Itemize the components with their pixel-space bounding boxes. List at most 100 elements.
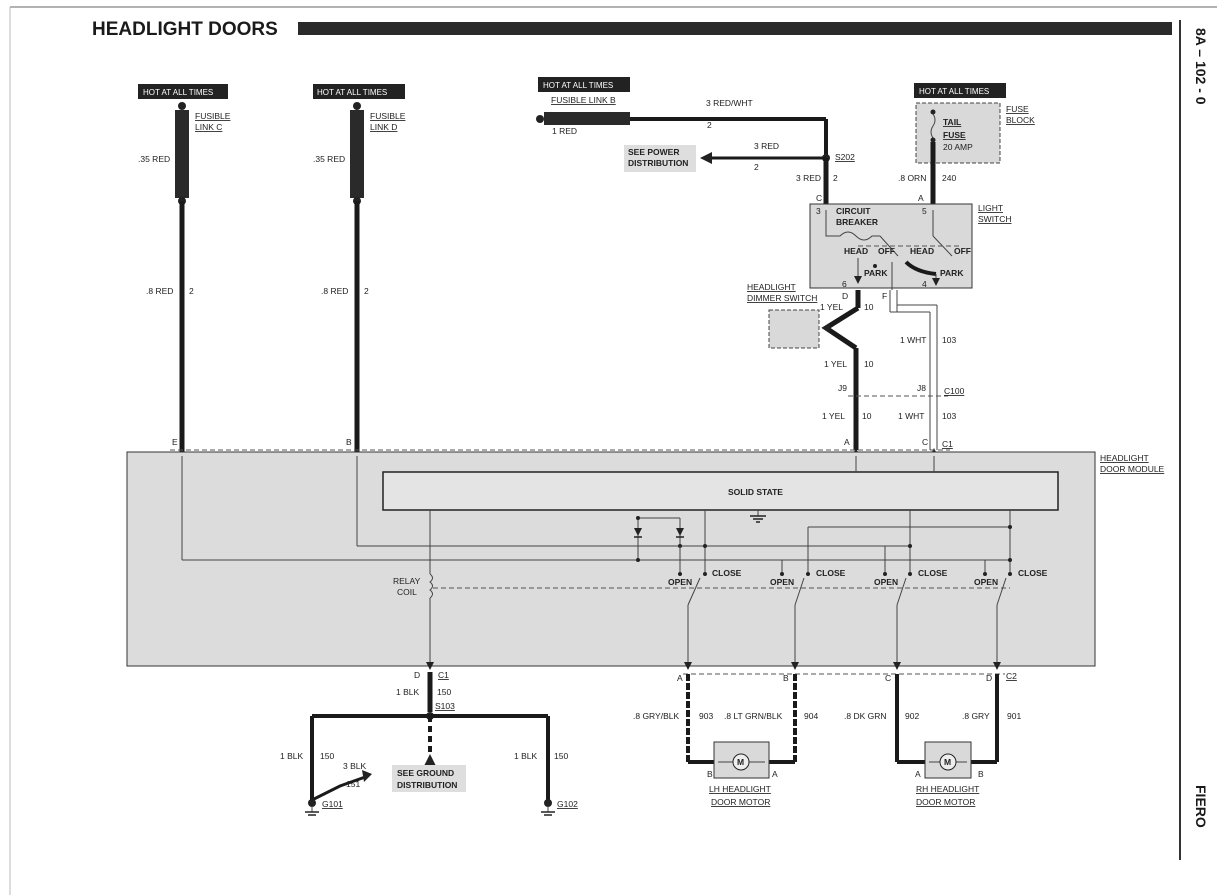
svg-text:HOT AT ALL TIMES: HOT AT ALL TIMES xyxy=(317,88,387,97)
circuit-number: 10 xyxy=(862,411,872,421)
wire-label: 3 BLK xyxy=(343,761,366,771)
wire-label: 3 RED xyxy=(754,141,779,151)
title-bar xyxy=(298,22,1172,35)
circuit-number: 150 xyxy=(554,751,568,761)
fusible-link-c-label-2: LINK C xyxy=(195,122,222,132)
switch-park-label: PARK xyxy=(864,268,888,278)
switch-park-label-2: PARK xyxy=(940,268,964,278)
switch-off-label: OFF xyxy=(878,246,895,256)
connector-j8: J8 xyxy=(917,383,926,393)
see-ground-label: SEE GROUND xyxy=(397,768,454,778)
pin-6: 6 xyxy=(842,279,847,289)
switch-open-label: OPEN xyxy=(874,577,898,587)
circuit-number: 903 xyxy=(699,711,713,721)
ground-g101: G101 xyxy=(322,799,343,809)
pin-3: 3 xyxy=(816,206,821,216)
fuse-block-label: FUSE xyxy=(1006,104,1029,114)
circuit-breaker-label-2: BREAKER xyxy=(836,217,878,227)
switch-close-label: CLOSE xyxy=(1018,568,1048,578)
ground-circuit xyxy=(305,672,555,816)
tail-fuse xyxy=(930,109,936,205)
circuit-number: 150 xyxy=(320,751,334,761)
hot-label-b: HOT AT ALL TIMES xyxy=(538,77,630,92)
circuit-number: 151 xyxy=(346,779,360,789)
pin-b: B xyxy=(346,437,352,447)
pin-d-c2: D xyxy=(986,673,992,683)
circuit-number: 103 xyxy=(942,411,956,421)
see-ground-label-2: DISTRIBUTION xyxy=(397,780,457,790)
wire-label: 3 RED xyxy=(796,173,821,183)
pin-e: E xyxy=(172,437,178,447)
fuse-label: FUSE xyxy=(943,130,966,140)
circuit-number: 2 xyxy=(833,173,838,183)
dimmer-switch-label: HEADLIGHT xyxy=(747,282,796,292)
circuit-number: 2 xyxy=(707,120,712,130)
lh-motor-symbol: M xyxy=(718,753,765,771)
relay-coil-label-2: COIL xyxy=(397,587,417,597)
fuse-block-label-2: BLOCK xyxy=(1006,115,1035,125)
module-internal-wiring xyxy=(181,456,1012,668)
relay-coil-label: RELAY xyxy=(393,576,421,586)
svg-text:HOT AT ALL TIMES: HOT AT ALL TIMES xyxy=(919,87,989,96)
pin-d: D xyxy=(842,291,848,301)
wire-label: 1 WHT xyxy=(900,335,926,345)
fusible-link-d-circuit xyxy=(350,102,364,457)
wire-label: 1 BLK xyxy=(396,687,419,697)
wire-label: .8 LT GRN/BLK xyxy=(724,711,783,721)
connector-j9: J9 xyxy=(838,383,847,393)
circuit-number: 150 xyxy=(437,687,451,697)
circuit-number: 103 xyxy=(942,335,956,345)
rh-motor-label: RH HEADLIGHT xyxy=(916,784,979,794)
switch-head-label-2: HEAD xyxy=(910,246,934,256)
fusible-link-c-circuit xyxy=(175,102,189,457)
wire-label: 1 WHT xyxy=(898,411,924,421)
circuit-number: 10 xyxy=(864,359,874,369)
switch-close-label: CLOSE xyxy=(816,568,846,578)
solid-state-label: SOLID STATE xyxy=(728,487,783,497)
tail-label: TAIL xyxy=(943,117,961,127)
wire-label: 1 RED xyxy=(552,126,577,136)
pin-4: 4 xyxy=(922,279,927,289)
pin-c: C xyxy=(816,193,822,203)
connector-c2: C2 xyxy=(1006,671,1017,681)
circuit-number: 2 xyxy=(754,162,759,172)
circuit-number: 2 xyxy=(189,286,194,296)
wire-label: .8 DK GRN xyxy=(844,711,887,721)
see-power-label-2: DISTRIBUTION xyxy=(628,158,688,168)
circuit-number: 901 xyxy=(1007,711,1021,721)
lh-motor-label-2: DOOR MOTOR xyxy=(711,797,770,807)
switch-head-label: HEAD xyxy=(844,246,868,256)
hot-label-c: HOT AT ALL TIMES xyxy=(138,84,228,99)
switch-close-label: CLOSE xyxy=(918,568,948,578)
pin-b-c2: B xyxy=(783,673,789,683)
fuse-block xyxy=(915,102,1001,164)
pin-c-c2: C xyxy=(885,673,891,683)
circuit-breaker-label: CIRCUIT xyxy=(836,206,871,216)
connector-c100: C100 xyxy=(944,386,965,396)
wire-label: .8 ORN xyxy=(898,173,926,183)
motor-m-label: M xyxy=(944,757,951,767)
light-switch-internals xyxy=(825,210,960,290)
circuit-number: 904 xyxy=(804,711,818,721)
hot-label-d: HOT AT ALL TIMES xyxy=(313,84,405,99)
wire-label: 1 BLK xyxy=(280,751,303,761)
switch-off-label-2: OFF xyxy=(954,246,971,256)
fusible-link-b-label: FUSIBLE LINK B xyxy=(551,95,616,105)
module-label: HEADLIGHT xyxy=(1100,453,1149,463)
lh-motor-wiring xyxy=(686,674,797,764)
see-power-label: SEE POWER xyxy=(628,147,679,157)
fusible-link-c-label: FUSIBLE xyxy=(195,111,231,121)
switch-close-label: CLOSE xyxy=(712,568,742,578)
lh-motor-label: LH HEADLIGHT xyxy=(709,784,771,794)
dimmer-switch xyxy=(768,309,820,349)
splice-s103: S103 xyxy=(435,701,455,711)
page-number: 8A – 102 - 0 xyxy=(1193,28,1209,105)
pin-a-rh: A xyxy=(915,769,921,779)
pin-b-rh: B xyxy=(978,769,984,779)
wire-label: .8 GRY/BLK xyxy=(633,711,679,721)
dimmer-switch-label-2: DIMMER SWITCH xyxy=(747,293,817,303)
bottom-connector-arrows xyxy=(426,662,1005,675)
rh-motor-label-2: DOOR MOTOR xyxy=(916,797,975,807)
pin-a-c2: A xyxy=(677,673,683,683)
side-label: FIERO xyxy=(1193,785,1209,828)
